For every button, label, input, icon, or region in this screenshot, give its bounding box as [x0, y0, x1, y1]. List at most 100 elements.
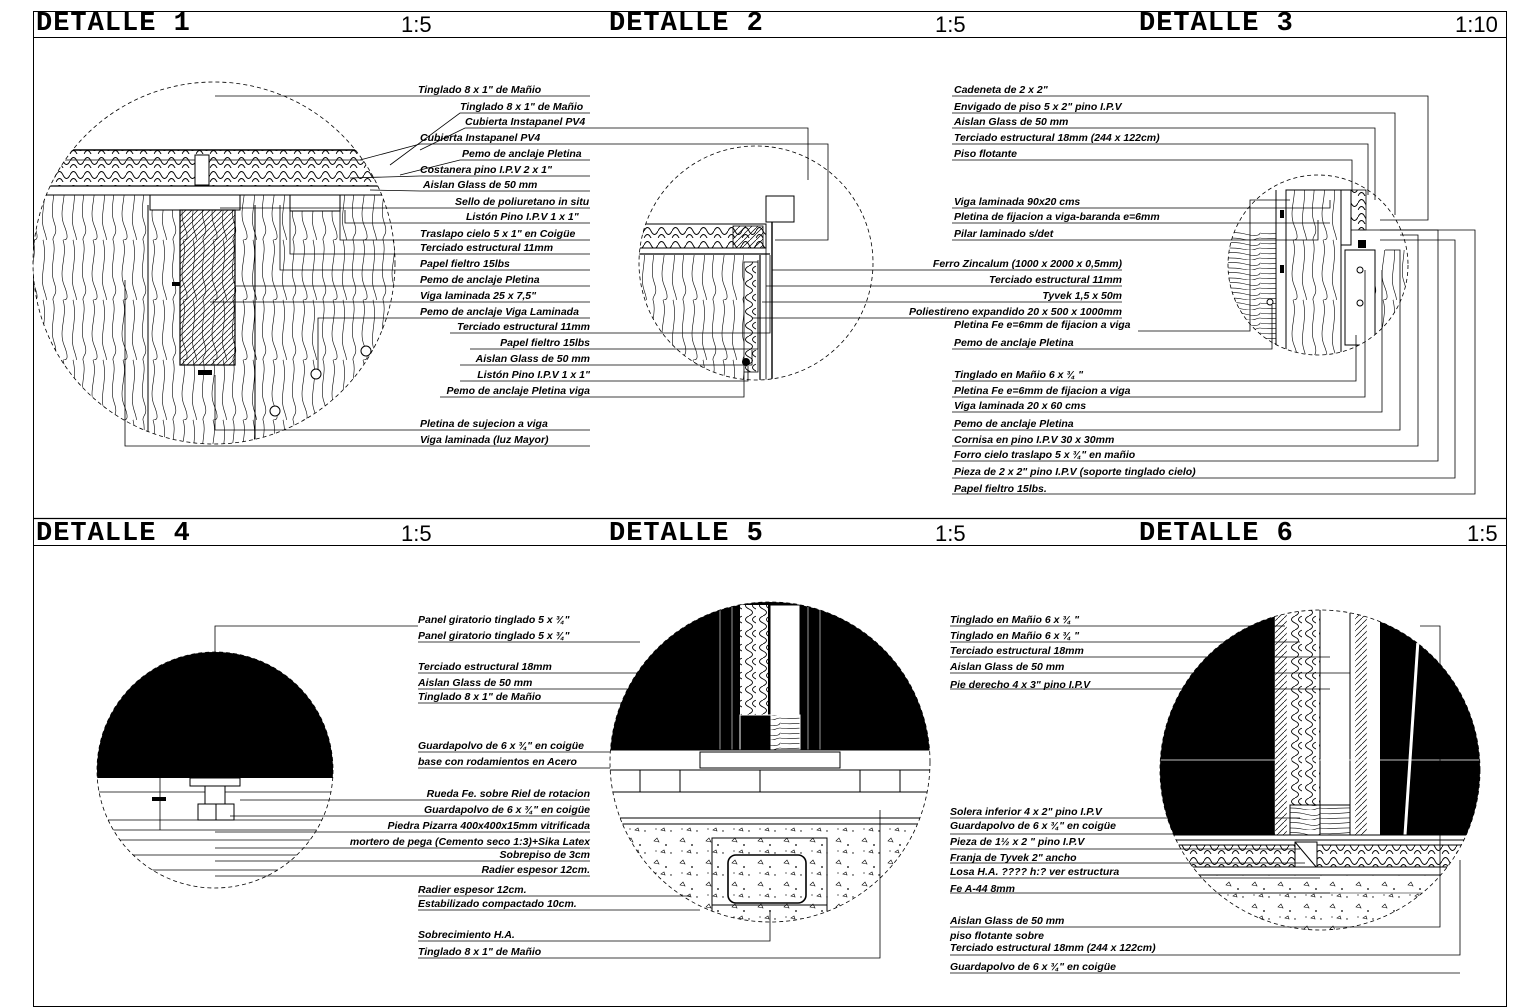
detail-1-scale: 1:5 [401, 12, 432, 37]
detail-2-leaders [440, 127, 1122, 398]
detail-1-label: Pemo de anclaje Viga Laminada [420, 306, 579, 318]
detail-6-label: Terciado estructural 18mm (244 x 122cm) [950, 942, 1156, 954]
detail-3-label: Pemo de anclaje Pletina [954, 418, 1074, 430]
detail-1-label: Traslapo cielo 5 x 1" en Coigüe [420, 228, 576, 240]
detail-1-label: Tinglado 8 x 1" de Mañio [460, 101, 584, 113]
detail-6-label: Aislan Glass de 50 mm [950, 915, 1065, 927]
detail-5-label: Tinglado 8 x 1" de Mañio [418, 946, 542, 958]
detail-2-scale: 1:5 [935, 12, 966, 37]
detail-2-label: Listón Pino I.P.V 1 x 1" [477, 369, 590, 381]
detail-3-label: Forro cielo traslapo 5 x ¾" en mañio [954, 449, 1136, 461]
detail-1-label: Papel fieltro 15lbs [420, 258, 510, 270]
sheet-frame [33, 11, 1507, 1007]
detail-6-label: Aislan Glass de 50 mm [950, 661, 1065, 673]
detail-5-drawing [609, 601, 931, 923]
detail-4-title: DETALLE 4 [36, 519, 191, 549]
detail-5-label: Sobrecimiento H.A. [418, 929, 515, 941]
detail-2-label: Ferro Zincalum (1000 x 2000 x 0,5mm) [932, 258, 1122, 270]
detail-1-label: Costanera pino I.P.V 2 x 1" [420, 164, 552, 176]
detail-3-label: Viga laminada 20 x 60 cms [954, 400, 1087, 412]
detail-6-label: Pieza de 1½ x 2 " pino I.P.V [950, 836, 1085, 848]
detail-1-label: Pletina de sujecion a viga [420, 418, 548, 430]
detail-1-label: Aislan Glass de 50 mm [423, 179, 538, 191]
detail-6-leaders [950, 625, 1461, 974]
detail-4-label: Piedra Pizarra 400x400x15mm vitrificada [387, 820, 590, 832]
detail-2-label: Poliestireno expandido 20 x 500 x 1000mm [908, 306, 1122, 318]
detail-3-label: Pemo de anclaje Pletina [954, 337, 1074, 349]
detail-6-label: Pie derecho 4 x 3" pino I.P.V [950, 679, 1091, 691]
detail-3-leaders [952, 95, 1476, 495]
detail-1-label: Cubierta Instapanel PV4 [465, 116, 586, 128]
detail-3-label: Cadeneta de 2 x 2" [954, 84, 1048, 96]
detail-3-label: Pieza de 2 x 2" pino I.P.V (soporte ting… [954, 466, 1196, 478]
detail-1-label: Pemo de anclaje Pletina [420, 274, 540, 286]
detail-3-label: Tinglado en Mañio 6 x ¾ " [954, 369, 1084, 381]
detail-3-label: Viga laminada 90x20 cms [954, 196, 1081, 208]
detail-1-label: Sello de poliuretano in situ [455, 196, 590, 208]
detail-4-label: Terciado estructural 18mm [418, 661, 552, 673]
detail-3-label: Piso flotante [954, 148, 1018, 160]
detail-1-label: Terciado estructural 11mm [420, 242, 554, 254]
detail-6-label: Franja de Tyvek 2" ancho [950, 852, 1077, 864]
detail-6-label: Tinglado en Mañio 6 x ¾ " [950, 614, 1080, 626]
detail-4-label: Radier espesor 12cm. [481, 864, 590, 876]
detail-6-title: DETALLE 6 [1139, 519, 1294, 549]
detail-5-title: DETALLE 5 [609, 519, 764, 549]
detail-2-title: DETALLE 2 [609, 9, 764, 39]
detail-3-label: Pilar laminado s/det [954, 228, 1054, 240]
detail-5-label: Estabilizado compactado 10cm. [418, 898, 577, 910]
detail-4-label: base con rodamientos en Acero [418, 756, 577, 768]
detail-6-label: Losa H.A. ???? h:? ver estructura [950, 866, 1120, 878]
detail-1-label: Pemo de anclaje Pletina [462, 148, 582, 160]
detail-3-label: Aislan Glass de 50 mm [954, 116, 1069, 128]
detail-2-label: Terciado estructural 11mm [456, 321, 590, 333]
detail-3-label: Papel fieltro 15lbs. [954, 483, 1047, 495]
detail-3-label: Pletina de fijacion a viga-baranda e=6mm [954, 211, 1160, 223]
detail-1-label: Viga laminada (luz Mayor) [420, 434, 549, 446]
detail-3-label: Cornisa en pino I.P.V 30 x 30mm [954, 434, 1115, 446]
detail-4-label: Sobrepiso de 3cm [499, 849, 590, 861]
detail-3-label: Terciado estructural 18mm (244 x 122cm) [954, 132, 1160, 144]
detail-6-label: Terciado estructural 18mm [950, 645, 1084, 657]
detail-4-label: Guardapolvo de 6 x ¾" en coigüe [423, 804, 590, 816]
detail-3-label: Envigado de piso 5 x 2" pino I.P.V [954, 101, 1122, 113]
detail-2-label: Pemo de anclaje Pletina viga [446, 385, 590, 397]
detail-6-label: Solera inferior 4 x 2" pino I.P.V [950, 806, 1102, 818]
detail-2-label: Tyvek 1,5 x 50m [1042, 290, 1122, 302]
detail-3-scale: 1:10 [1455, 12, 1498, 37]
detail-4-label: Rueda Fe. sobre Riel de rotacion [426, 788, 590, 800]
detail-4-label: Guardapolvo de 6 x ¾" en coigüe [418, 740, 585, 752]
detail-2-label: Aislan Glass de 50 mm [475, 353, 590, 365]
detail-6-drawing [1159, 609, 1481, 931]
detail-2-label: Papel fieltro 15lbs [500, 337, 590, 349]
detail-1-title: DETALLE 1 [36, 9, 191, 39]
detail-5-label: Radier espesor 12cm. [418, 884, 527, 896]
detail-6-label: Guardapolvo de 6 x ¾" en coigüe [950, 961, 1117, 973]
detail-1-label: Cubierta Instapanel PV4 [420, 132, 541, 144]
detail-3-title: DETALLE 3 [1139, 9, 1294, 39]
detail-5-leaders [418, 810, 881, 959]
detail-2-drawing [638, 145, 874, 381]
detail-3-label: Pletina Fe e=6mm de fijacion a viga [954, 319, 1131, 331]
detail-4-drawing [96, 651, 334, 889]
detail-4-label: mortero de pega (Cemento seco 1:3)+Sika … [349, 836, 590, 848]
detail-4-label: Tinglado 8 x 1" de Mañio [418, 691, 542, 703]
detail-6-label: Tinglado en Mañio 6 x ¾ " [950, 630, 1080, 642]
detail-1-leaders [124, 95, 590, 447]
detail-1-label: Tinglado 8 x 1" de Mañio [418, 84, 542, 96]
detail-3-label: Pletina Fe e=6mm de fijacion a viga [954, 385, 1131, 397]
detail-4-label: Panel giratorio tinglado 5 x ¾" [418, 614, 570, 626]
detail-6-label: Guardapolvo de 6 x ¾" en coigüe [950, 820, 1117, 832]
detail-6-label: piso flotante sobre [950, 930, 1044, 942]
detail-5-scale: 1:5 [935, 521, 966, 546]
detail-2-label: Terciado estructural 11mm [988, 274, 1122, 286]
detail-6-label: Fe A-44 8mm [950, 883, 1015, 895]
detail-3-drawing [1227, 174, 1409, 356]
detail-6-scale: 1:5 [1467, 521, 1498, 546]
detail-1-label: Listón Pino I.P.V 1 x 1" [466, 211, 579, 223]
detail-4-scale: 1:5 [401, 521, 432, 546]
detail-4-label: Aislan Glass de 50 mm [418, 677, 533, 689]
detail-1-label: Viga laminada 25 x 7,5" [420, 290, 537, 302]
detail-4-label: Panel giratorio tinglado 5 x ¾" [418, 630, 570, 642]
